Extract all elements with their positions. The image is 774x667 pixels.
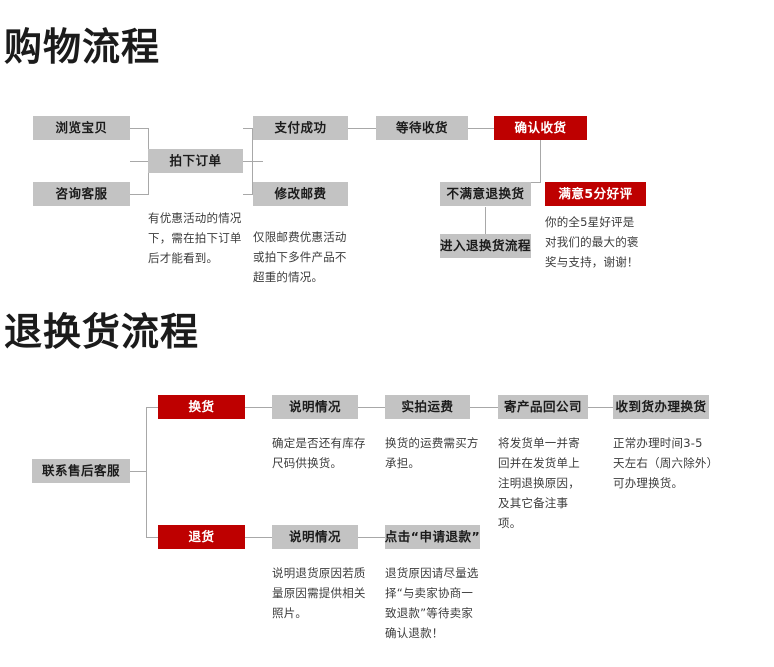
page-title-return-flow: 退换货流程 xyxy=(4,310,200,354)
caption-place-order-note: 有优惠活动的情况下，需在拍下订单后才能看到。 xyxy=(148,211,242,265)
connector-browse-right xyxy=(130,128,149,129)
node-payment-success[interactable]: 支付成功 xyxy=(253,116,348,140)
caption-real-shipping-fee-note: 换货的运费需买方承担。 xyxy=(385,436,479,470)
node-received-process-exchange[interactable]: 收到货办理换货 xyxy=(613,395,709,419)
node-send-product-back[interactable]: 寄产品回公司 xyxy=(498,395,588,419)
connector-right-vertical xyxy=(252,128,253,195)
caption-exchange-explain-note: 确定是否还有库存尺码供换货。 xyxy=(272,436,366,470)
node-consult-service[interactable]: 咨询客服 xyxy=(33,182,130,206)
caption-click-apply-refund-note: 退货原因请尽量选择“与卖家协商一致退款”等待卖家确认退款！ xyxy=(385,566,479,640)
caption-send-back-note: 将发货单一并寄回并在发货单上注明退换原因，及其它备注事项。 xyxy=(498,436,580,530)
node-real-shipping-fee[interactable]: 实拍运费 xyxy=(385,395,470,419)
node-browse-product[interactable]: 浏览宝贝 xyxy=(33,116,130,140)
node-contact-after-sales-service[interactable]: 联系售后客服 xyxy=(32,459,130,483)
connector-contact-right xyxy=(130,471,147,472)
connector-pay-to-await xyxy=(348,128,376,129)
caption-refund-explain-note: 说明退货原因若质量原因需提供相关照片。 xyxy=(272,566,366,620)
connector-exchange-to-explain xyxy=(245,407,272,408)
node-modify-shipping-fee[interactable]: 修改邮费 xyxy=(253,182,348,206)
connector-to-exchange xyxy=(146,407,158,408)
connector-to-refund xyxy=(146,537,158,538)
node-await-delivery[interactable]: 等待收货 xyxy=(376,116,468,140)
node-refund-explain-situation[interactable]: 说明情况 xyxy=(272,525,358,549)
connector-into-place-order xyxy=(130,161,149,162)
caption-modify-shipping-note: 仅限邮费优惠活动或拍下多件产品不超重的情况。 xyxy=(253,230,347,284)
node-click-apply-refund[interactable]: 点击“申请退款” xyxy=(385,525,480,549)
connector-consult-right xyxy=(130,194,149,195)
connector-refund-explain-to-apply xyxy=(358,537,385,538)
connector-unsatisfied-down xyxy=(485,207,486,235)
node-refund[interactable]: 退货 xyxy=(158,525,245,549)
node-place-order[interactable]: 拍下订单 xyxy=(148,149,243,173)
node-exchange[interactable]: 换货 xyxy=(158,395,245,419)
node-unsatisfied-return[interactable]: 不满意退换货 xyxy=(440,182,531,206)
connector-await-to-confirm xyxy=(468,128,494,129)
caption-received-process-note: 正常办理时间3-5天左右（周六除外）可办理换货。 xyxy=(613,436,713,490)
caption-satisfied-review-note: 你的全5星好评是对我们的最大的褒奖与支持，谢谢！ xyxy=(545,215,639,269)
connector-explain-to-fee xyxy=(358,407,385,408)
node-satisfied-five-star-review[interactable]: 满意5分好评 xyxy=(545,182,646,206)
connector-confirm-down xyxy=(540,140,541,183)
page-title-shopping-flow: 购物流程 xyxy=(4,25,161,69)
node-exchange-explain-situation[interactable]: 说明情况 xyxy=(272,395,358,419)
node-enter-return-flow[interactable]: 进入退换货流程 xyxy=(440,234,531,258)
connector-place-order-right xyxy=(243,161,263,162)
connector-sendback-to-received xyxy=(588,407,613,408)
connector-fee-to-sendback xyxy=(470,407,498,408)
connector-contact-vertical xyxy=(146,407,147,537)
node-confirm-receipt[interactable]: 确认收货 xyxy=(494,116,587,140)
connector-refund-to-explain xyxy=(245,537,272,538)
